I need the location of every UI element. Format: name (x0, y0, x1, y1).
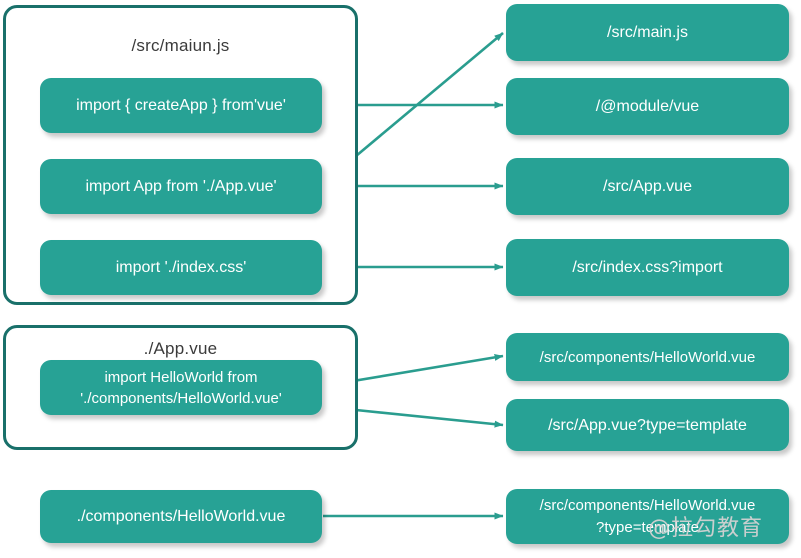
edge-group-main-to-main-js (355, 32, 504, 157)
node-import-createapp[interactable]: import { createApp } from'vue' (40, 78, 322, 133)
node-resolved-app-vue-template[interactable]: /src/App.vue?type=template (506, 399, 789, 451)
node-components-helloworld[interactable]: ./components/HelloWorld.vue (40, 490, 322, 543)
node-resolved-module-vue[interactable]: /@module/vue (506, 78, 789, 135)
node-resolved-main-js[interactable]: /src/main.js (506, 4, 789, 61)
node-import-helloworld[interactable]: import HelloWorld from './components/Hel… (40, 360, 322, 415)
node-import-indexcss[interactable]: import './index.css' (40, 240, 322, 295)
group-title-main: /src/maiun.js (131, 36, 230, 55)
watermark-label: @拉勾教育 (648, 516, 764, 541)
edge-group-appvue-to-app-template (355, 408, 504, 428)
node-resolved-index-css[interactable]: /src/index.css?import (506, 239, 789, 296)
node-resolved-helloworld-template[interactable]: /src/components/HelloWorld.vue ?type=tem… (506, 489, 789, 544)
node-resolved-components-helloworld[interactable]: /src/components/HelloWorld.vue (506, 333, 789, 381)
node-import-app[interactable]: import App from './App.vue' (40, 159, 322, 214)
group-title-appvue: ./App.vue (143, 339, 218, 358)
node-resolved-src-app-vue[interactable]: /src/App.vue (506, 158, 789, 215)
